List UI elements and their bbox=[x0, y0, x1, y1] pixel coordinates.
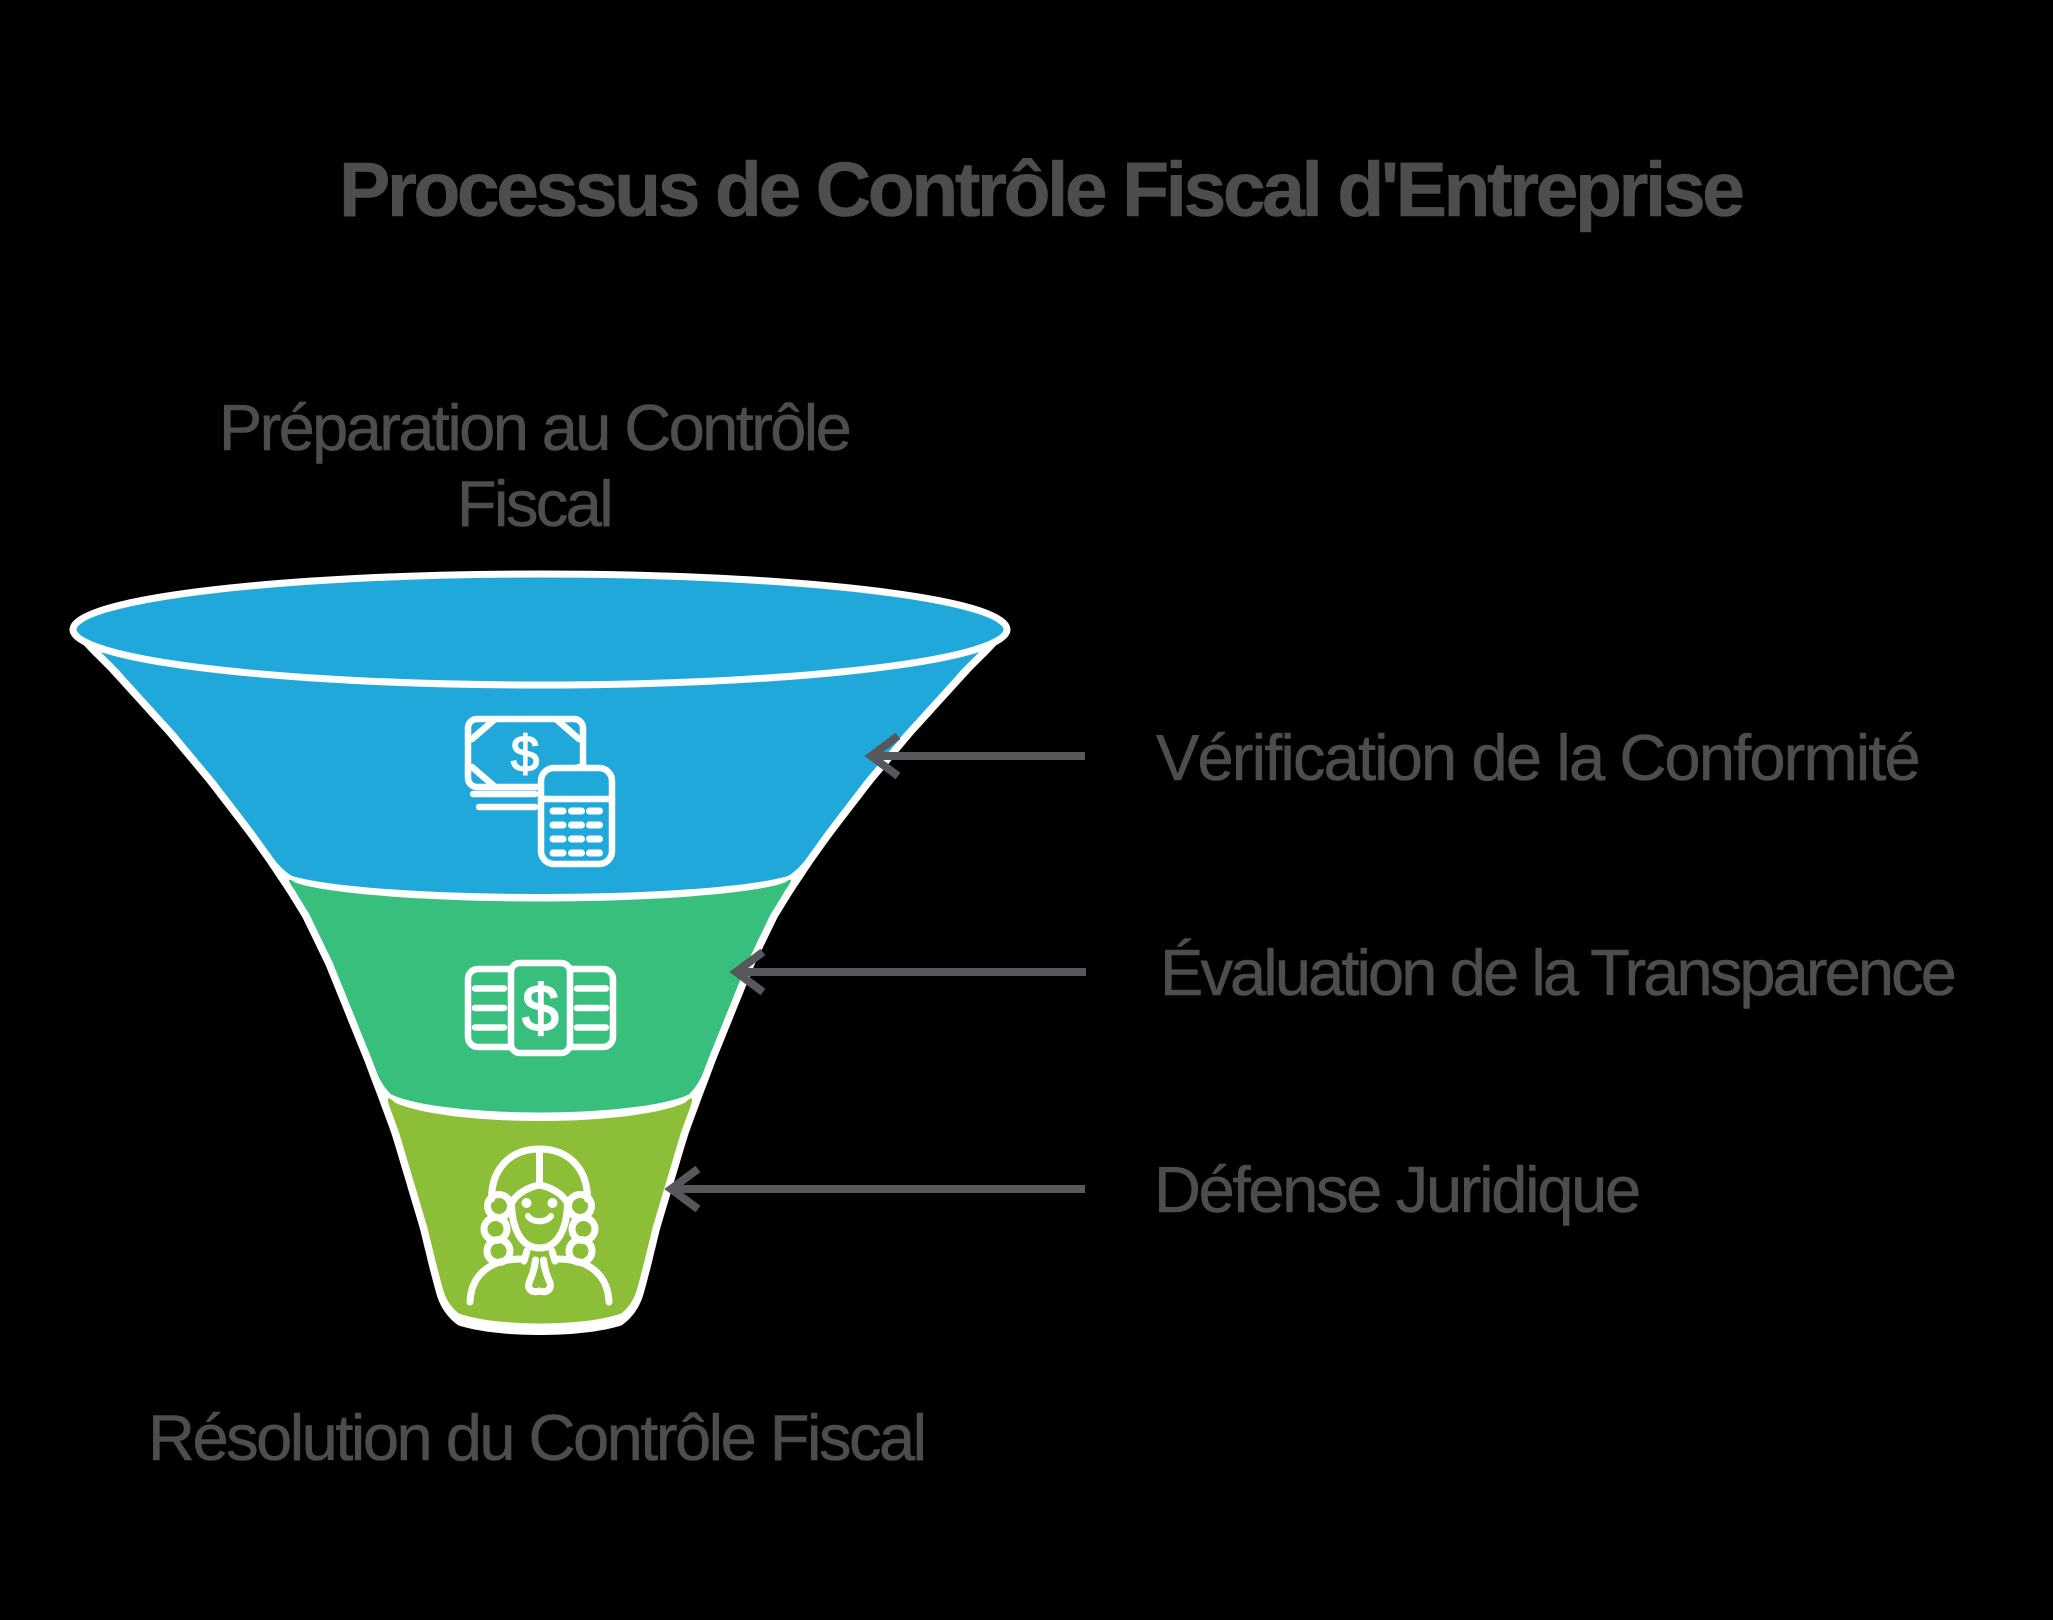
svg-text:$: $ bbox=[522, 971, 559, 1045]
svg-text:$: $ bbox=[511, 725, 539, 782]
